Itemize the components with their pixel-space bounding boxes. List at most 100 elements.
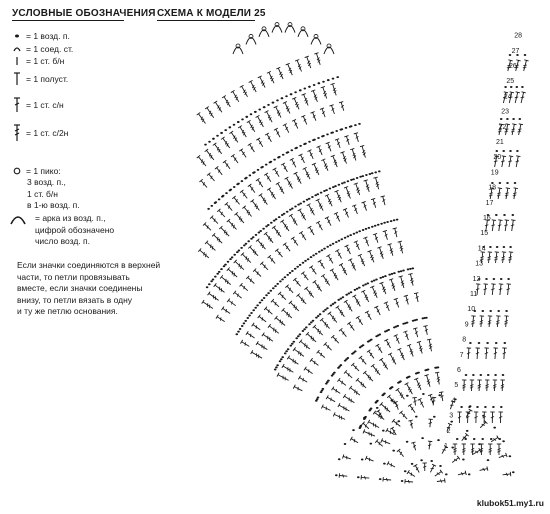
chain-dot bbox=[506, 118, 509, 120]
stitch-symbol bbox=[206, 172, 215, 182]
stitch-yarnover bbox=[506, 288, 511, 291]
chain-dot bbox=[439, 465, 442, 467]
stitch-top bbox=[305, 331, 310, 336]
stitch-symbol bbox=[280, 219, 290, 232]
stitch-yarnover bbox=[240, 265, 242, 269]
stitch-yarnover bbox=[378, 412, 382, 416]
stitch-symbol bbox=[307, 149, 314, 159]
chain-dot bbox=[290, 149, 294, 152]
stitch-yarnover bbox=[270, 191, 274, 196]
stitch-top bbox=[282, 101, 288, 104]
stitch-yarnover bbox=[370, 254, 374, 259]
stitch-yarnover bbox=[428, 422, 433, 424]
stitch-top bbox=[330, 334, 335, 339]
stitch-top bbox=[201, 299, 205, 304]
stitch-yarnover bbox=[280, 188, 284, 193]
stitch-yarnover bbox=[268, 116, 272, 121]
stitch-top bbox=[516, 155, 521, 158]
stitch-yarnover bbox=[361, 260, 365, 265]
chain-dot bbox=[246, 317, 250, 319]
stitch-top bbox=[403, 330, 408, 333]
stitch-symbol bbox=[355, 377, 367, 389]
stitch-yarnover bbox=[208, 152, 212, 157]
stitch-yarnover bbox=[312, 268, 315, 273]
stitch-yarnover bbox=[296, 104, 299, 108]
stitch-yarnover bbox=[318, 203, 322, 207]
chain-dot bbox=[282, 212, 286, 215]
arch-line: число возд. п. bbox=[35, 236, 90, 246]
stitch-yarnover bbox=[471, 322, 475, 325]
chain-dot bbox=[208, 283, 211, 286]
chain-dot bbox=[324, 308, 327, 311]
chain-dot bbox=[308, 140, 311, 143]
chain-dot bbox=[211, 278, 215, 281]
stitch-yarnover bbox=[333, 272, 337, 277]
chain-dot bbox=[347, 292, 351, 295]
stitch-yarnover bbox=[231, 271, 234, 275]
stitch-symbol bbox=[484, 347, 489, 360]
stitch-top bbox=[218, 225, 223, 230]
stitch-top bbox=[380, 438, 383, 443]
stitch-symbol bbox=[334, 189, 342, 203]
chain-dot bbox=[472, 374, 475, 376]
chain-dot bbox=[390, 272, 394, 275]
legend-label: = 1 ст. с/2н bbox=[26, 128, 69, 138]
stitch-yarnover bbox=[427, 444, 432, 446]
stitch-yarnover bbox=[310, 229, 314, 233]
stitch-yarnover bbox=[333, 317, 336, 322]
stitch-yarnover bbox=[356, 189, 360, 193]
stitch-symbol bbox=[252, 268, 262, 277]
chain-dot bbox=[399, 270, 403, 273]
stitch-top bbox=[503, 91, 509, 94]
stitch-symbol bbox=[520, 91, 526, 104]
stitch-symbol bbox=[329, 268, 339, 281]
stitch-yarnover bbox=[314, 96, 318, 100]
chain-dot bbox=[337, 458, 341, 461]
stitch-top bbox=[274, 315, 278, 320]
stitch-symbol bbox=[393, 334, 400, 344]
chain-dot bbox=[383, 221, 386, 224]
stitch-yarnover bbox=[356, 187, 360, 191]
stitch-yarnover bbox=[514, 96, 519, 99]
stitch-top bbox=[468, 408, 473, 412]
stitch-top bbox=[255, 114, 260, 118]
legend-label: = 1 соед. ст. bbox=[26, 43, 74, 54]
chain-dot bbox=[477, 342, 481, 344]
stitch-yarnover bbox=[225, 99, 229, 104]
stitch-top bbox=[357, 253, 363, 257]
stitch-top bbox=[338, 327, 343, 332]
stitch-yarnover bbox=[510, 224, 515, 227]
stitch-yarnover bbox=[375, 423, 377, 428]
chain-dot bbox=[285, 210, 289, 213]
picot-ring bbox=[235, 43, 241, 49]
stitch-yarnover bbox=[462, 384, 466, 387]
stitch-yarnover bbox=[313, 94, 317, 98]
stitch-symbol bbox=[422, 462, 427, 472]
chain-dot bbox=[454, 398, 457, 401]
stitch-symbol bbox=[490, 435, 500, 443]
stitch-symbol bbox=[501, 251, 507, 264]
chain-dot bbox=[294, 205, 297, 208]
chain-dot bbox=[306, 258, 310, 261]
stitch-yarnover bbox=[262, 82, 265, 86]
picot-scallop bbox=[297, 29, 309, 37]
stitch-top bbox=[232, 290, 237, 295]
chain-dot bbox=[323, 247, 326, 250]
chain-dot bbox=[254, 306, 257, 309]
stitch-yarnover bbox=[288, 287, 292, 292]
stitch-symbol bbox=[250, 350, 263, 359]
stitch-top bbox=[288, 300, 293, 305]
stitch-yarnover bbox=[390, 463, 392, 467]
stitch-symbol bbox=[306, 203, 315, 216]
stitch-top bbox=[505, 452, 508, 458]
stitch-symbol bbox=[363, 179, 370, 193]
chain-dot bbox=[346, 235, 350, 238]
stitch-yarnover bbox=[384, 364, 387, 368]
stitch-symbol bbox=[493, 155, 499, 168]
stitch-top bbox=[351, 204, 357, 207]
stitch-symbol bbox=[264, 132, 272, 143]
stitch-yarnover bbox=[410, 280, 414, 284]
stitch-top bbox=[397, 347, 402, 351]
stitch-yarnover bbox=[378, 441, 381, 446]
chain-dot bbox=[400, 480, 404, 482]
